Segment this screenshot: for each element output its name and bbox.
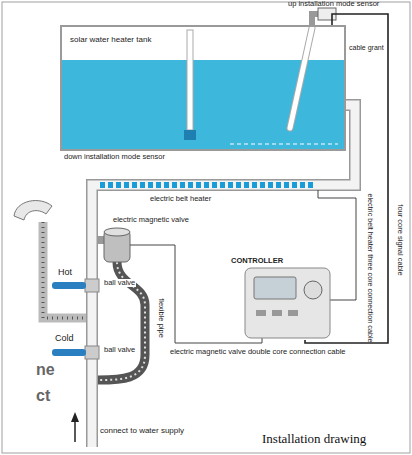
partial-text: ct — [36, 387, 50, 405]
shower-hose-dots — [43, 222, 86, 318]
belt-segment — [164, 182, 169, 188]
controller-button — [256, 310, 266, 316]
belt-segment — [236, 182, 241, 188]
controller-screen — [254, 277, 296, 299]
sensor-label: down installation mode sensor — [64, 153, 165, 161]
belt-segment — [124, 182, 129, 188]
belt-segment — [308, 182, 313, 188]
shower-hose — [43, 222, 86, 318]
water-label: Cold — [55, 334, 74, 344]
valve-pipe — [98, 236, 104, 244]
hot-ball-valve — [52, 279, 99, 292]
belt-heater — [100, 182, 313, 188]
supply-arrow-shaft — [74, 420, 76, 442]
belt-segment — [268, 182, 273, 188]
down-sensor — [184, 130, 196, 140]
belt-segment — [292, 182, 297, 188]
valve-body — [85, 279, 99, 292]
belt-segment — [132, 182, 137, 188]
belt-segment — [156, 182, 161, 188]
partial-text: ne — [36, 361, 55, 379]
note: connect to water supply — [100, 427, 184, 436]
controller-box: CONTROLLER — [228, 254, 333, 340]
controller-body — [245, 268, 330, 338]
controller-knob — [304, 281, 322, 299]
belt-segment — [300, 182, 305, 188]
up-sensor-rod-outline — [290, 28, 312, 128]
flexible-pipe-hose — [98, 262, 145, 380]
cable-label: electric magnetic valve double core conn… — [170, 348, 346, 356]
cable-label: four core signal cable — [396, 204, 404, 275]
tank-box: solar water heater tank — [60, 25, 346, 151]
controller-button — [288, 310, 298, 316]
part-label: electric belt heater — [150, 195, 211, 203]
shower — [14, 201, 86, 318]
belt-segment — [196, 182, 201, 188]
belt-segment — [220, 182, 225, 188]
part-label: electric magnetic valve — [113, 216, 189, 224]
belt-segment — [204, 182, 209, 188]
part-label: ball valve — [103, 346, 136, 354]
belt-segment — [116, 182, 121, 188]
controller-label: CONTROLLER — [231, 257, 330, 266]
part-label: cable grant — [349, 44, 384, 52]
signal-cable — [305, 14, 388, 343]
cold-ball-valve — [52, 346, 99, 359]
belt-segment — [108, 182, 113, 188]
belt-segment — [228, 182, 233, 188]
belt-segment — [140, 182, 145, 188]
dashed-line — [230, 144, 338, 145]
belt-segment — [212, 182, 217, 188]
down-sensor-rod — [187, 30, 193, 130]
sensor-label: up installation mode sensor — [288, 0, 379, 8]
magnetic-valve-top — [104, 228, 130, 236]
water-label: Hot — [58, 268, 72, 278]
valve-body — [85, 346, 99, 359]
supply-arrow-head — [71, 412, 79, 422]
belt-segment — [260, 182, 265, 188]
shower-head — [14, 201, 52, 220]
tank-title: solar water heater tank — [70, 35, 336, 44]
flexible-pipe-dots — [98, 262, 145, 380]
belt-segment — [244, 182, 249, 188]
belt-segment — [172, 182, 177, 188]
controller-device — [245, 268, 330, 338]
belt-segment — [284, 182, 289, 188]
belt-segment — [252, 182, 257, 188]
part-label: flexible pipe — [157, 298, 165, 338]
valve-handle — [52, 282, 86, 289]
cable-label: electric belt heater three core connecti… — [366, 193, 374, 342]
belt-segment — [148, 182, 153, 188]
valve-handle — [52, 349, 86, 356]
up-sensor-rod — [290, 28, 312, 128]
belt-segment — [188, 182, 193, 188]
caption: Installation drawing — [262, 432, 366, 446]
belt-segment — [180, 182, 185, 188]
controller-button — [272, 310, 282, 316]
tank-air — [61, 27, 344, 149]
belt-segment — [276, 182, 281, 188]
belt-segment — [100, 182, 105, 188]
part-label: ball valve — [103, 279, 136, 287]
